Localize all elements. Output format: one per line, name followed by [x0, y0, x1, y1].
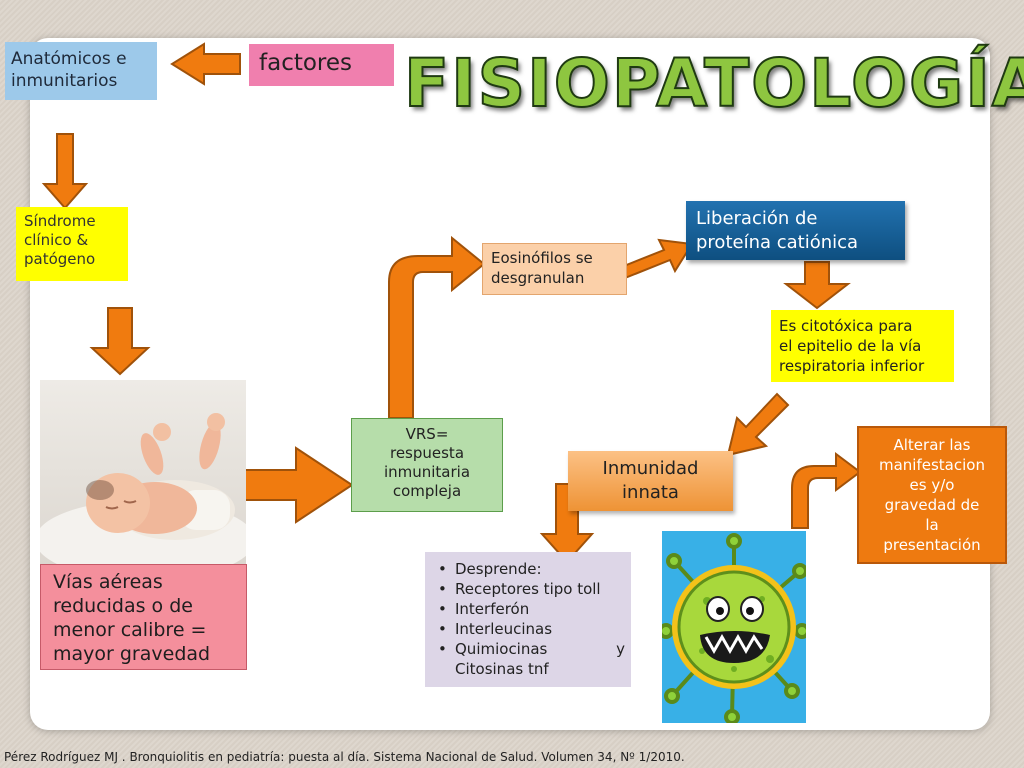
box-liberacion: Liberación de proteína catiónica: [686, 201, 905, 260]
box-sindrome: Síndrome clínico & patógeno: [16, 207, 128, 281]
arrow-bent-vrs: [388, 235, 486, 419]
box-alterar: Alterar las manifestacion es y/o graveda…: [857, 426, 1007, 564]
box-citotoxica: Es citotóxica para el epitelio de la vía…: [771, 310, 954, 382]
baby-illustration: [35, 413, 255, 580]
box-eosinofilos: Eosinófilos se desgranulan: [482, 243, 627, 295]
page-title: FISIOPATOLOGÍA: [403, 44, 1024, 123]
list-item: Receptores tipo toll: [435, 579, 625, 599]
arrow-bent-virus: [791, 452, 862, 529]
list-item: Quimiocinas y Citosinas tnf: [435, 639, 625, 679]
list-item: Desprende:: [435, 559, 625, 579]
box-inmunidad: Inmunidad innata: [568, 451, 733, 511]
virus-cartoon: [662, 531, 806, 723]
box-anatomicos: Anatómicos e inmunitarios: [5, 42, 157, 100]
desprende-list: Desprende: Receptores tipo toll Interfer…: [435, 559, 625, 679]
arrow-left-factores: [170, 42, 241, 86]
arrow-down-sindrome: [89, 307, 151, 376]
arrow-diag-citotoxica: [726, 392, 790, 457]
box-vias-aereas: Vías aéreas reducidas o de menor calibre…: [40, 564, 247, 670]
list-item: Interleucinas: [435, 619, 625, 639]
arrow-down-anatomicos: [41, 133, 89, 210]
box-vrs: VRS= respuesta inmunitaria compleja: [351, 418, 503, 512]
virus-illustration: [662, 533, 806, 723]
arrow-down-liberacion: [783, 261, 851, 310]
box-desprende-list: Desprende: Receptores tipo toll Interfer…: [425, 552, 631, 687]
baby-photo: [35, 380, 255, 580]
box-factores: factores: [249, 44, 394, 86]
citation-footer: Pérez Rodríguez MJ . Bronquiolitis en pe…: [4, 750, 685, 764]
arrow-right-baby: [243, 446, 354, 524]
list-item: Interferón: [435, 599, 625, 619]
